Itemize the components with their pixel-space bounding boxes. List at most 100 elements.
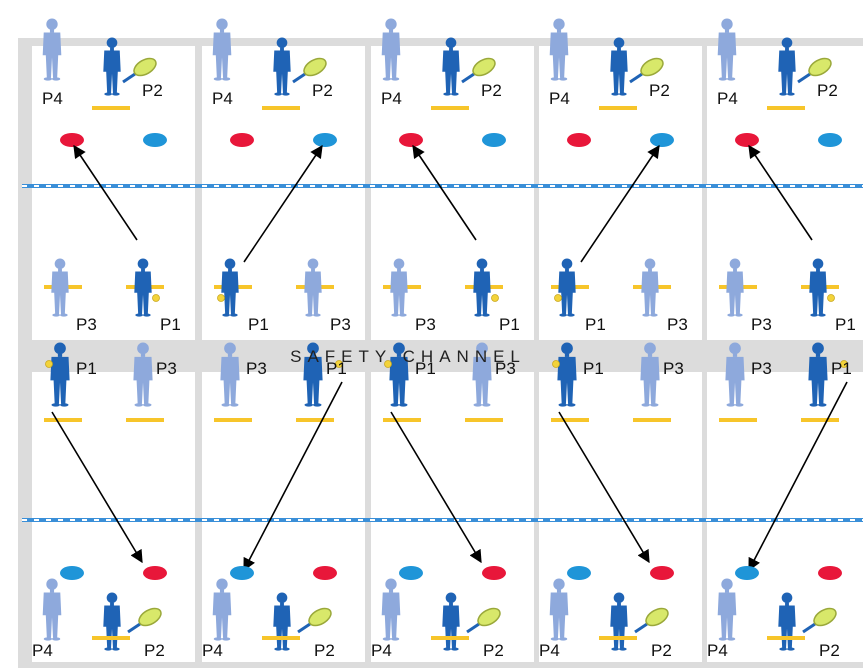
person-foot bbox=[482, 403, 491, 407]
person-neck bbox=[785, 47, 789, 51]
person-head bbox=[46, 18, 58, 30]
player-label-p2: P2 bbox=[483, 641, 504, 660]
player-label-p4: P4 bbox=[42, 89, 63, 108]
person-body bbox=[389, 356, 409, 404]
person-neck bbox=[648, 268, 652, 272]
player-label-upper-left: P3 bbox=[415, 315, 436, 334]
person-body bbox=[549, 592, 569, 638]
person-foot bbox=[443, 647, 451, 651]
baseline-marker bbox=[551, 418, 589, 422]
person-foot bbox=[51, 403, 60, 407]
person-neck bbox=[785, 602, 789, 606]
baseline-marker bbox=[767, 636, 805, 640]
racket-head bbox=[138, 607, 162, 627]
player-label-p4: P4 bbox=[539, 641, 560, 660]
person-head bbox=[276, 592, 288, 604]
person-body bbox=[640, 356, 660, 404]
person-foot bbox=[727, 313, 736, 317]
person-foot bbox=[567, 403, 576, 407]
player-label-lower-right: P3 bbox=[495, 359, 516, 378]
player-label-p2: P2 bbox=[314, 641, 335, 660]
player-label-p4: P4 bbox=[381, 89, 402, 108]
person-body bbox=[220, 356, 240, 404]
baseline-marker bbox=[801, 418, 839, 422]
person-head bbox=[644, 258, 656, 270]
active-player-figure bbox=[809, 258, 827, 317]
person-head bbox=[385, 18, 397, 30]
person-foot bbox=[550, 637, 559, 641]
person-neck bbox=[724, 589, 730, 593]
target-red-icon bbox=[60, 133, 84, 147]
person-foot bbox=[112, 92, 120, 96]
waiting-player-figure bbox=[640, 342, 660, 407]
person-body bbox=[134, 271, 152, 315]
person-foot bbox=[313, 313, 321, 317]
active-player-figure bbox=[273, 37, 291, 96]
player-label-p2: P2 bbox=[142, 81, 163, 100]
active-player-figure bbox=[558, 258, 576, 317]
person-neck bbox=[388, 29, 394, 33]
racket-handle bbox=[634, 622, 648, 634]
arrow-shot-path bbox=[51, 411, 143, 564]
person-body bbox=[133, 356, 153, 404]
person-body bbox=[273, 50, 291, 94]
player-label-p2: P2 bbox=[312, 81, 333, 100]
person-neck bbox=[647, 353, 653, 357]
person-foot bbox=[391, 77, 400, 81]
person-foot bbox=[274, 92, 282, 96]
tennis-ball-icon bbox=[491, 294, 499, 302]
person-foot bbox=[642, 313, 651, 317]
waiting-player-figure bbox=[220, 342, 240, 407]
person-foot bbox=[391, 313, 399, 317]
person-neck bbox=[617, 602, 621, 606]
tennis-racket-icon bbox=[629, 57, 664, 84]
person-foot bbox=[650, 313, 658, 317]
person-body bbox=[473, 271, 491, 315]
person-body bbox=[103, 50, 121, 94]
person-neck bbox=[228, 268, 232, 272]
person-foot bbox=[567, 313, 575, 317]
person-foot bbox=[390, 403, 399, 407]
person-foot bbox=[727, 637, 736, 641]
person-head bbox=[106, 592, 118, 604]
waiting-player-figure bbox=[42, 18, 62, 81]
person-foot bbox=[60, 313, 68, 317]
person-head bbox=[721, 578, 733, 590]
player-label-lower-left: P1 bbox=[76, 359, 97, 378]
person-foot bbox=[559, 77, 568, 81]
racket-head bbox=[477, 607, 501, 627]
player-label-p4: P4 bbox=[707, 641, 728, 660]
person-foot bbox=[143, 403, 152, 407]
active-player-figure bbox=[557, 342, 577, 407]
person-foot bbox=[382, 77, 391, 81]
person-neck bbox=[310, 353, 316, 357]
person-head bbox=[613, 37, 625, 49]
person-foot bbox=[559, 637, 568, 641]
player-label-upper-right: P3 bbox=[330, 315, 351, 334]
player-label-lower-right: P3 bbox=[156, 359, 177, 378]
person-neck bbox=[141, 268, 145, 272]
baseline-marker bbox=[465, 418, 503, 422]
player-label-p4: P4 bbox=[549, 89, 570, 108]
person-foot bbox=[735, 403, 744, 407]
tennis-ball-icon bbox=[45, 360, 53, 368]
person-head bbox=[54, 342, 66, 355]
player-label-p4: P4 bbox=[202, 641, 223, 660]
person-head bbox=[721, 18, 733, 30]
active-player-figure bbox=[50, 342, 70, 407]
active-player-figure bbox=[610, 37, 628, 96]
person-foot bbox=[650, 403, 659, 407]
waiting-player-figure bbox=[717, 578, 737, 641]
tennis-racket-icon bbox=[466, 607, 501, 634]
player-label-upper-right: P1 bbox=[160, 315, 181, 334]
person-neck bbox=[397, 268, 401, 272]
waiting-player-figure bbox=[726, 258, 744, 317]
waiting-player-figure bbox=[549, 18, 569, 81]
arrow-shot-path bbox=[390, 411, 482, 564]
person-head bbox=[385, 578, 397, 590]
person-foot bbox=[779, 647, 788, 651]
person-body bbox=[717, 32, 737, 78]
person-body bbox=[725, 356, 745, 404]
